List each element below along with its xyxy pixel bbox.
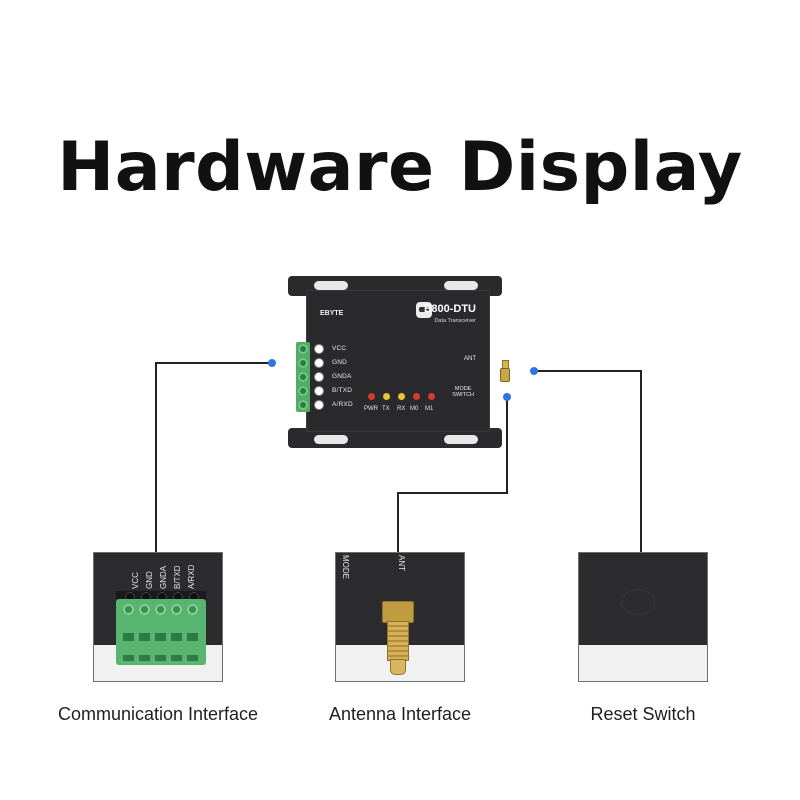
reset-button-icon (621, 589, 655, 615)
pin-label: A/RXD (332, 401, 353, 408)
robot-icon (416, 302, 432, 318)
led-label: M0 (410, 406, 419, 412)
led-m1 (428, 393, 435, 400)
caption-antenna: Antenna Interface (328, 704, 472, 724)
led-pwr (368, 393, 375, 400)
terminal-block-icon (296, 342, 310, 412)
led-rx (398, 393, 405, 400)
led-label: TX (382, 406, 390, 412)
pin-label: B/TXD (332, 387, 353, 394)
communication-interface-panel: VCC GND GNDA B/TXD A/RXD (93, 552, 223, 682)
device-body: VCC GND GNDA B/TXD A/RXD EBYTE E800-DTU … (296, 290, 490, 432)
led-m0 (413, 393, 420, 400)
line-communication (155, 362, 272, 552)
caption-communication: Communication Interface (57, 704, 259, 724)
pin-label: VCC (332, 345, 347, 352)
callout-dot-antenna (503, 393, 511, 401)
ant-label: ANT (464, 356, 476, 362)
line-reset (534, 370, 642, 552)
pin-label: GND (332, 359, 348, 366)
line-antenna (397, 397, 508, 552)
callout-dot-reset (530, 367, 538, 375)
antenna-interface-panel: MODE ANT (335, 552, 465, 682)
device-subtitle: Data Transceiver (434, 318, 476, 324)
led-label: RX (397, 406, 406, 412)
led-label: PWR (364, 406, 378, 412)
reset-switch-panel (578, 552, 708, 682)
green-terminal-block-icon (116, 599, 206, 665)
led-tx (383, 393, 390, 400)
brand-logo: EBYTE (320, 310, 344, 317)
device-model: E800-DTU (424, 303, 476, 315)
caption-reset: Reset Switch (590, 704, 696, 724)
dtu-device: VCC GND GNDA B/TXD A/RXD EBYTE E800-DTU … (288, 276, 510, 448)
led-label: M1 (425, 406, 434, 412)
mounting-ear-bottom (288, 428, 502, 448)
callout-dot-communication (268, 359, 276, 367)
page-title: Hardware Display (57, 128, 743, 207)
pin-label: GNDA (332, 373, 352, 380)
mode-switch-label: MODE SWITCH (452, 386, 474, 398)
sma-antenna-connector-icon (382, 601, 414, 679)
